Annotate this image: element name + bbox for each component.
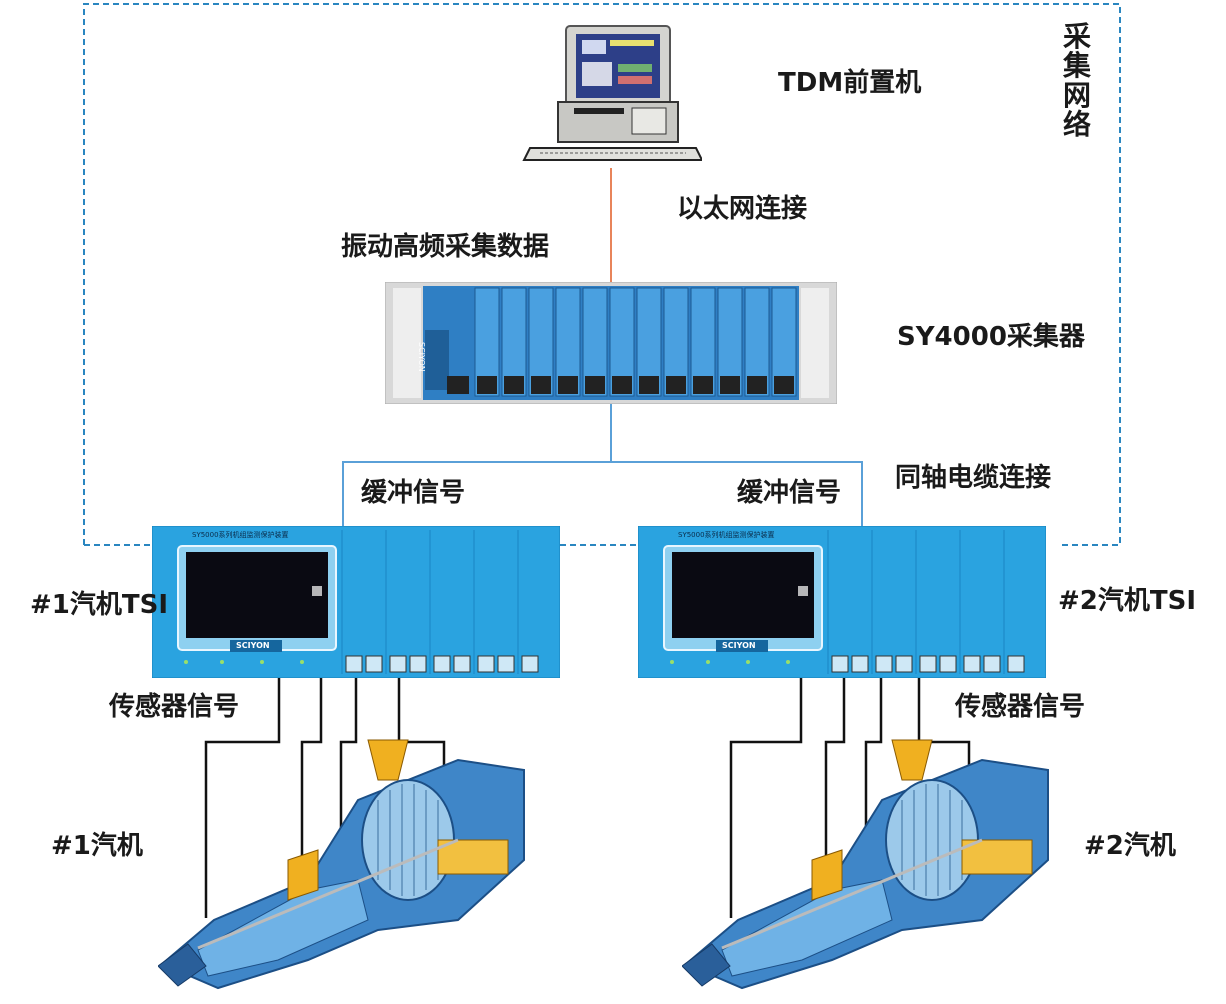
tsi-rack-2: SY5000系列机组监测保护装置 SCIYON — [637, 525, 1047, 679]
collector-rack: SCIYON — [384, 281, 838, 405]
label-coax: 同轴电缆连接 — [895, 463, 1052, 493]
tsi-header: SY5000系列机组监测保护装置 — [192, 531, 289, 539]
coax-branch — [342, 461, 863, 528]
label-collector: SY4000采集器 — [897, 322, 1085, 352]
sensor-cables-left — [204, 678, 446, 918]
label-buffer-right: 缓冲信号 — [737, 478, 842, 508]
tsi-brand: SCIYON — [236, 641, 270, 650]
label-tsi2: #2汽机TSI — [1058, 586, 1197, 616]
collector-brand: SCIYON — [417, 342, 426, 372]
steam-turbine-2 — [681, 730, 1054, 992]
label-sensor-right: 传感器信号 — [955, 692, 1086, 722]
computer-icon — [520, 22, 704, 162]
label-ethernet: 以太网连接 — [677, 194, 808, 224]
network-boundary — [83, 3, 1121, 546]
label-buffer-left: 缓冲信号 — [361, 478, 466, 508]
label-network-char: 采 — [1062, 20, 1091, 53]
label-network-char: 络 — [1062, 108, 1091, 142]
sensor-cables-right — [729, 678, 971, 918]
tsi-brand: SCIYON — [722, 641, 756, 650]
label-turbine1: #1汽机 — [51, 831, 143, 861]
label-network-char: 集 — [1062, 49, 1091, 83]
tsi-header: SY5000系列机组监测保护装置 — [678, 531, 775, 539]
label-turbine2: #2汽机 — [1084, 831, 1176, 861]
label-tsi1: #1汽机TSI — [30, 590, 169, 620]
tsi-rack-1: SY5000系列机组监测保护装置 SCIYON — [151, 525, 561, 679]
label-tdm: TDM前置机 — [778, 68, 922, 98]
label-sensor-left: 传感器信号 — [109, 692, 240, 722]
label-network-char: 网 — [1062, 78, 1091, 112]
label-network: 采 集 网 络 — [1062, 22, 1092, 140]
steam-turbine-1 — [157, 730, 530, 992]
label-hf-data: 振动高频采集数据 — [341, 232, 550, 262]
